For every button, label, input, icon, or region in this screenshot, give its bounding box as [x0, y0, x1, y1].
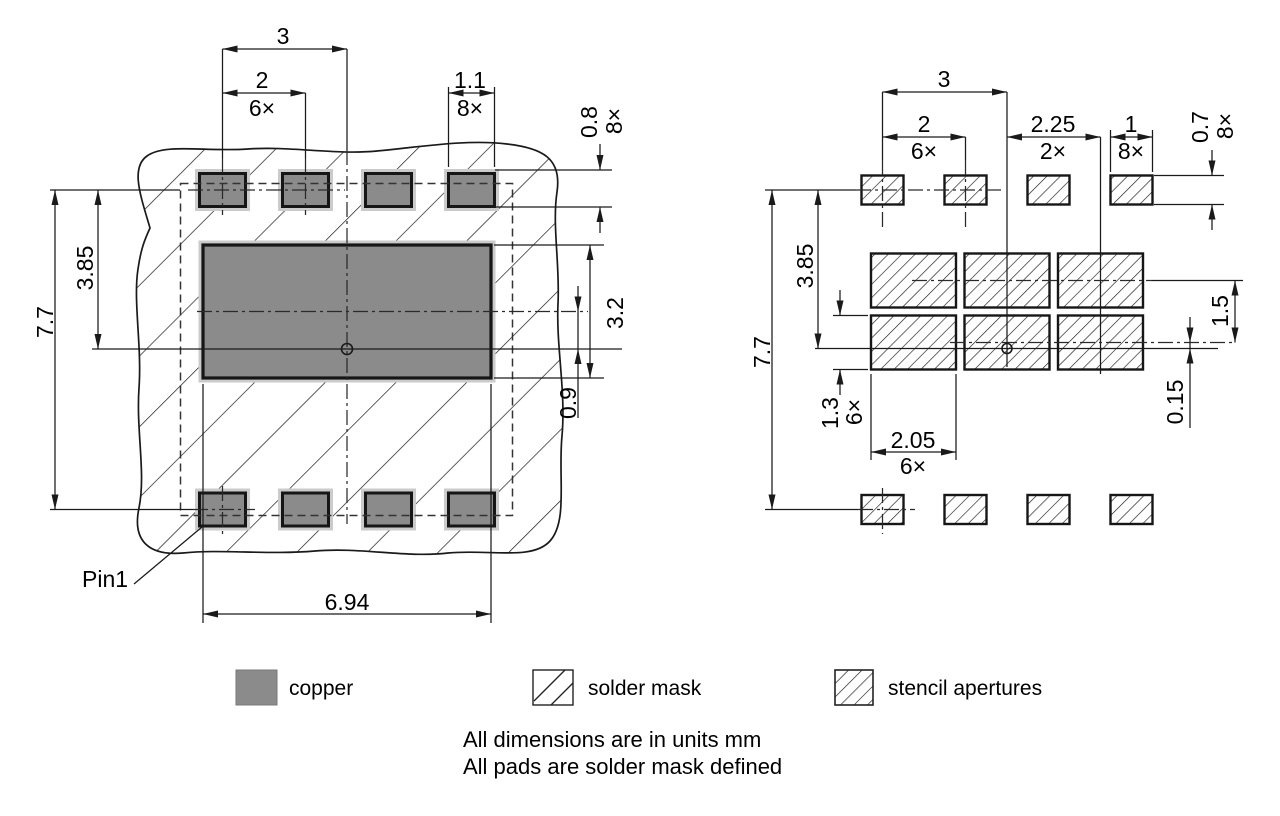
dim-pitch-count: 6×: [249, 95, 275, 121]
dim-pad-width-count: 8×: [457, 95, 483, 121]
stencil-aperture-pin: [1109, 174, 1154, 206]
origin-marker: [340, 342, 354, 356]
dimensions: 3 2 6× 1.1 8× 0.8 8× 3.85 7.7 3.2 0.9 6.…: [32, 23, 628, 618]
dim-pitch-count: 6×: [911, 138, 937, 164]
note-mask-defined: All pads are solder mask defined: [463, 754, 782, 779]
copper-pad: [364, 172, 413, 208]
dim-col-offset: 3: [277, 23, 290, 49]
extension-lines: [202, 87, 612, 623]
dim-center-offset: 0.9: [555, 387, 581, 419]
copper-pad: [447, 172, 496, 208]
stencil-aperture-pin: [943, 493, 988, 526]
dim-aperture-height: 1.3: [817, 397, 843, 429]
stencil-aperture-pin: [1109, 493, 1154, 526]
centerlines: [765, 92, 1243, 534]
stencil-aperture-pin: [1026, 174, 1071, 206]
dim-pad-height-count: 8×: [601, 108, 627, 134]
dim-aperture-width: 2.05: [891, 427, 936, 453]
dim-row-to-center: 3.85: [72, 246, 98, 291]
copper-pad: [364, 491, 413, 528]
dim-thermal-height: 3.2: [602, 297, 628, 329]
dim-row-to-center: 3.85: [792, 244, 818, 289]
pin1-label: Pin1: [82, 566, 128, 592]
dimensions: 3 2 6× 2.25 2× 1 8× 0.7 8× 7.7 3.85 1.3 …: [749, 66, 1239, 510]
dim-pad-height: 0.8: [576, 106, 602, 138]
dim-pad-width-count: 8×: [1118, 138, 1144, 164]
dim-col-offset: 3: [938, 66, 951, 92]
pin1-leader: [133, 526, 203, 585]
dim-aperture-width-count: 6×: [900, 453, 926, 479]
dim-pad-width: 1.1: [454, 67, 486, 93]
legend: copper solder mask stencil apertures: [235, 669, 1042, 706]
dim-row-span: 7.7: [32, 306, 58, 338]
dim-pad-height: 0.7: [1187, 111, 1213, 143]
copper-pad: [447, 491, 496, 528]
dim-aperture-col-pitch: 2.25: [1031, 111, 1076, 137]
dim-row-span: 7.7: [749, 336, 775, 368]
legend-swatch-stencil: [834, 669, 874, 706]
notes: All dimensions are in units mm All pads …: [463, 727, 782, 779]
dim-row-center-offset: 0.15: [1162, 380, 1188, 425]
dim-aperture-col-pitch-count: 2×: [1040, 138, 1066, 164]
legend-label-solder-mask: solder mask: [588, 677, 702, 700]
dim-pad-height-count: 8×: [1212, 113, 1238, 139]
legend-label-copper: copper: [289, 677, 353, 700]
right-view: 3 2 6× 2.25 2× 1 8× 0.7 8× 7.7 3.85 1.3 …: [749, 66, 1243, 534]
copper-pad: [281, 491, 330, 528]
origin-marker: [1001, 342, 1013, 355]
note-units: All dimensions are in units mm: [463, 727, 761, 752]
left-view: 3 2 6× 1.1 8× 0.8 8× 3.85 7.7 3.2 0.9 6.…: [32, 23, 628, 623]
pin1-callout: Pin1: [82, 526, 203, 592]
dim-pad-width: 1: [1125, 111, 1138, 137]
dim-aperture-height-count: 6×: [841, 399, 867, 425]
dim-aperture-row-pitch: 1.5: [1207, 295, 1233, 327]
stencil-aperture-thermal: [869, 314, 958, 371]
legend-label-stencil: stencil apertures: [888, 677, 1042, 700]
centerlines: [50, 49, 622, 535]
stencil-aperture-pin: [1026, 493, 1071, 526]
dim-pitch: 2: [918, 111, 931, 137]
dim-pitch: 2: [256, 67, 269, 93]
legend-swatch-solder-mask: [532, 669, 574, 706]
legend-swatch-copper: [235, 669, 278, 706]
dim-thermal-width: 6.94: [325, 589, 370, 615]
